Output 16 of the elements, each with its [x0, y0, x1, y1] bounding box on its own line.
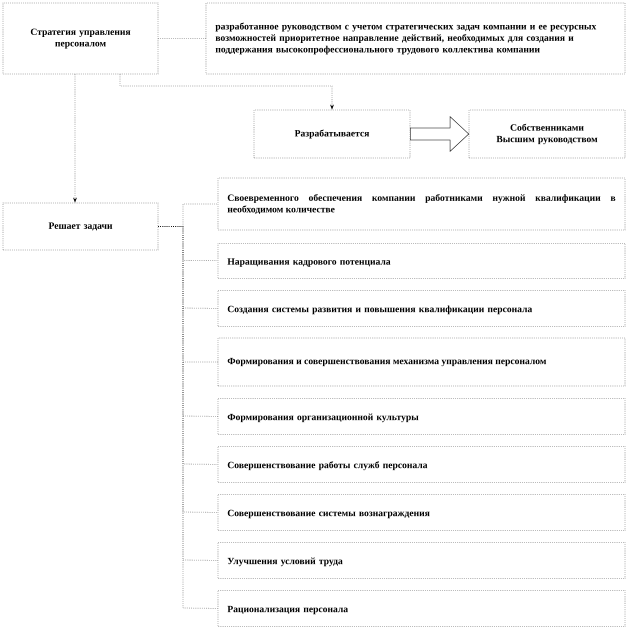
task-item-box: Своевременного обеспечения компании работниками нужной квалификации в необходимом количестве [218, 178, 626, 230]
task-item-box: Формирования и совершенствования механизма управления персоналом [218, 338, 626, 386]
block-arrow [410, 116, 470, 152]
task-item-box: Рационализация персонала [218, 590, 626, 627]
task-item-box: Формирования организационной культуры [218, 398, 626, 435]
connector [158, 38, 206, 39]
task-box: Решает задачи [2, 202, 158, 250]
task-item-box: Совершенствование работы служб персонала [218, 446, 626, 483]
task-item-box: Наращивания кадрового потенциала [218, 243, 626, 279]
task-item-box: Создания системы развития и повышения квалификации персонала [218, 290, 626, 327]
task-item-box: Улучшения условий труда [218, 542, 626, 579]
actor-box: Собственниками Высшим руководством [468, 110, 626, 158]
strategy-box: Стратегия управления персоналом [2, 2, 158, 74]
definition-box: разработанное руководством с учетом стратегических задач компании и ее ресурсных возможностей приоритетное направление действий, необходимых для создания и поддержания высокопрофессионального трудового коллектива компании [206, 2, 626, 74]
task-item-box: Совершенствование системы вознаграждения [218, 494, 626, 531]
process-box: Разрабатывается [254, 110, 410, 158]
